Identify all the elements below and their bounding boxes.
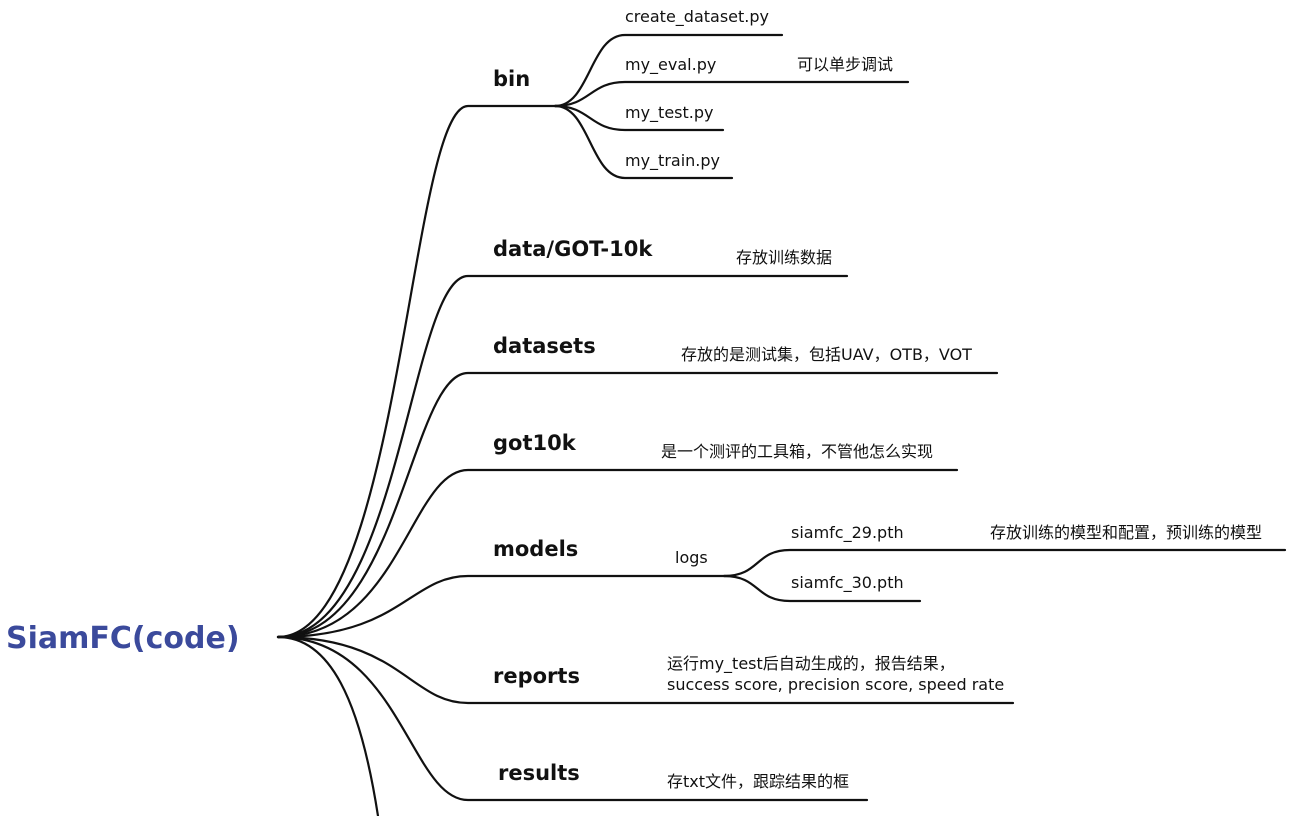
link-root-got10k — [276, 468, 959, 639]
note-results: 存txt文件，跟踪结果的框 — [667, 772, 849, 791]
note-data-got10k: 存放训练数据 — [736, 248, 832, 267]
link-bin-my-eval — [553, 80, 910, 108]
link-root-datasets — [276, 371, 999, 639]
note-reports-line-1: 运行my_test后自动生成的，报告结果， — [667, 654, 955, 674]
note-siamfc-29: 存放训练的模型和配置，预训练的模型 — [990, 523, 1262, 542]
leaf-create-dataset-label[interactable]: create_dataset.py — [625, 7, 769, 27]
link-root-data-got10k — [276, 274, 849, 639]
note-datasets: 存放的是测试集，包括UAV，OTB，VOT — [681, 345, 972, 364]
leaf-siamfc-30-label[interactable]: siamfc_30.pth — [791, 573, 904, 593]
branch-models-label[interactable]: models — [493, 537, 578, 561]
connector-lines — [276, 33, 1287, 816]
link-root-offscreen — [276, 635, 380, 816]
link-logs-siamfc-29 — [722, 548, 1287, 578]
root-node-label[interactable]: SiamFC(code) — [6, 621, 240, 656]
link-bin-my-test — [553, 104, 725, 132]
link-root-reports — [276, 635, 1015, 705]
leaf-my-test-label[interactable]: my_test.py — [625, 103, 714, 123]
note-got10k: 是一个测评的工具箱，不管他怎么实现 — [661, 442, 933, 461]
branch-datasets-label[interactable]: datasets — [493, 334, 596, 358]
branch-bin-label[interactable]: bin — [493, 67, 530, 91]
leaf-my-train-label[interactable]: my_train.py — [625, 151, 720, 171]
branch-reports-label[interactable]: reports — [493, 664, 580, 688]
leaf-my-eval-label[interactable]: my_eval.py — [625, 55, 716, 75]
branch-results-label[interactable]: results — [498, 761, 580, 785]
branch-data-got10k-label[interactable]: data/GOT-10k — [493, 237, 653, 261]
leaf-siamfc-29-label[interactable]: siamfc_29.pth — [791, 523, 904, 543]
note-my-eval: 可以单步调试 — [797, 55, 893, 74]
link-bin-create-dataset — [553, 33, 784, 108]
link-logs-siamfc-30 — [722, 574, 922, 603]
link-root-models — [276, 574, 732, 639]
link-root-results — [276, 635, 869, 802]
branch-got10k-label[interactable]: got10k — [493, 431, 577, 455]
leaf-logs-label[interactable]: logs — [675, 548, 708, 567]
link-root-bin — [276, 104, 565, 639]
link-bin-my-train — [553, 104, 734, 180]
note-reports-line-2: success score, precision score, speed ra… — [667, 675, 1004, 694]
